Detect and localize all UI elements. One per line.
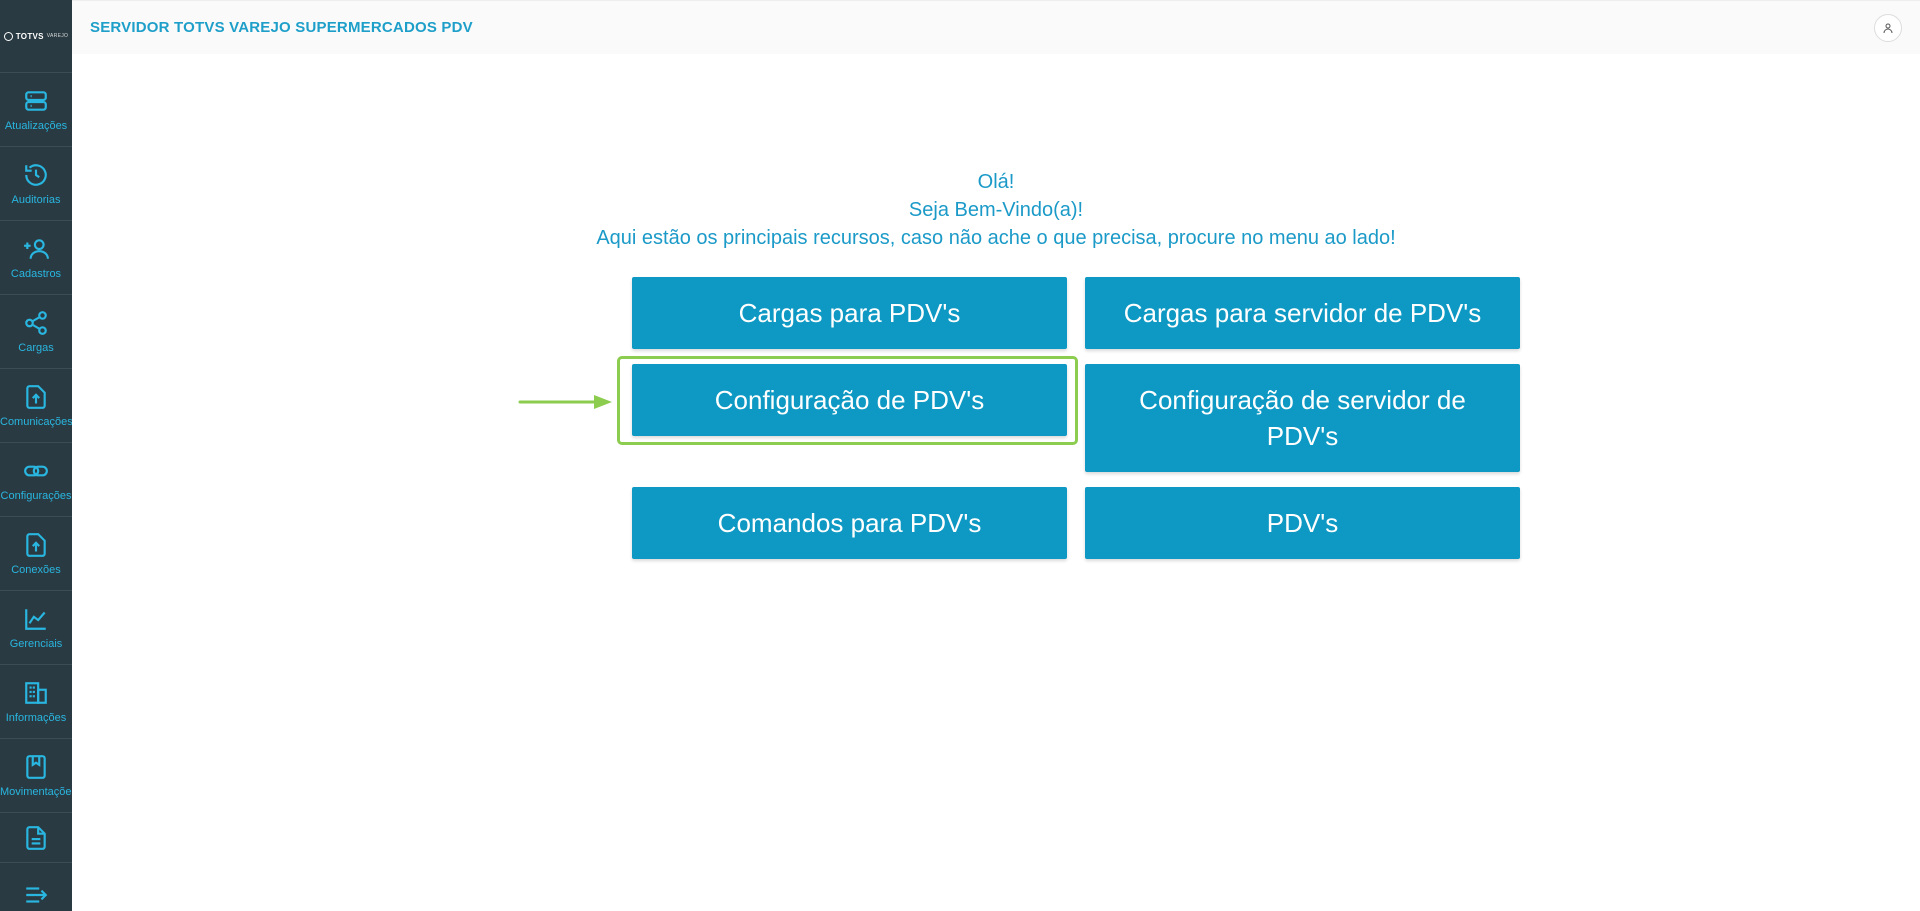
file-upload-icon: [26, 384, 46, 409]
top-bar: SERVIDOR TOTVS VAREJO SUPERMERCADOS PDV: [72, 0, 1920, 54]
totvs-logo-icon: [3, 31, 13, 41]
sidebar-item-informacoes[interactable]: Informações: [0, 665, 72, 739]
sidebar-item-label: Configurações: [0, 489, 72, 502]
cargas-servidor-pdv-button[interactable]: Cargas para servidor de PDV's: [1085, 277, 1520, 349]
sidebar-item-label: Comunicações: [0, 415, 72, 428]
link-icon: [24, 465, 48, 476]
sidebar: TOTVS VAREJO Atualizações Auditorias Cad…: [0, 0, 72, 911]
sidebar-item-cadastros[interactable]: Cadastros: [0, 221, 72, 295]
cargas-pdv-button[interactable]: Cargas para PDV's: [632, 277, 1067, 349]
welcome-greeting: Olá!: [977, 171, 1015, 193]
comandos-pdv-button[interactable]: Comandos para PDV's: [632, 487, 1067, 559]
sidebar-item-cargas[interactable]: Cargas: [0, 295, 72, 369]
history-icon: [25, 163, 47, 186]
file-upload-icon: [26, 532, 46, 557]
server-icon: [25, 90, 47, 111]
sidebar-item-movimentacoes[interactable]: Movimentações: [0, 739, 72, 813]
sidebar-item-label: Conexões: [11, 563, 61, 576]
sidebar-item-auditorias[interactable]: Auditorias: [0, 147, 72, 221]
sidebar-item-configuracoes[interactable]: Configurações: [0, 443, 72, 517]
sidebar-item-label: Gerenciais: [9, 637, 63, 650]
welcome-instructions: Aqui estão os principais recursos, caso …: [596, 227, 1396, 249]
pdvs-button[interactable]: PDV's: [1085, 487, 1520, 559]
sidebar-item-atualizacoes[interactable]: Atualizações: [0, 73, 72, 147]
logo-subtext: VAREJO: [46, 33, 69, 39]
arrow-annotation-icon: [518, 395, 612, 409]
totvs-logo[interactable]: TOTVS VAREJO: [0, 0, 72, 73]
welcome-subtitle: Seja Bem-Vindo(a)!: [908, 199, 1084, 221]
logo-text: TOTVS: [15, 31, 44, 41]
bookmark-book-icon: [26, 754, 46, 779]
building-icon: [25, 681, 47, 704]
sidebar-item-label: Cadastros: [10, 267, 62, 280]
user-icon: [1883, 23, 1893, 33]
sidebar-item-label: Movimentações: [0, 785, 72, 798]
sidebar-item-conexoes[interactable]: Conexões: [0, 517, 72, 591]
configuracao-servidor-pdv-button[interactable]: Configuração de servidor de PDV's: [1085, 364, 1520, 472]
user-menu-button[interactable]: [1874, 13, 1902, 42]
share-icon: [25, 310, 47, 335]
sidebar-item-documents[interactable]: [0, 813, 72, 863]
app-title: SERVIDOR TOTVS VAREJO SUPERMERCADOS PDV: [90, 19, 473, 36]
sidebar-item-gerenciais[interactable]: Gerenciais: [0, 591, 72, 665]
sidebar-item-label: Auditorias: [11, 193, 61, 206]
collapse-menu-button[interactable]: [0, 863, 72, 911]
document-icon: [26, 825, 46, 850]
chart-icon: [25, 608, 46, 630]
sidebar-item-label: Atualizações: [4, 119, 68, 132]
welcome-message: Olá! Seja Bem-Vindo(a)! Aqui estão os pr…: [72, 168, 1920, 252]
user-add-icon: [24, 238, 49, 259]
collapse-menu-icon: [26, 887, 48, 903]
sidebar-item-comunicacoes[interactable]: Comunicações: [0, 369, 72, 443]
sidebar-item-label: Cargas: [18, 341, 54, 354]
sidebar-item-label: Informações: [5, 711, 67, 724]
configuracao-pdv-button[interactable]: Configuração de PDV's: [632, 364, 1067, 436]
